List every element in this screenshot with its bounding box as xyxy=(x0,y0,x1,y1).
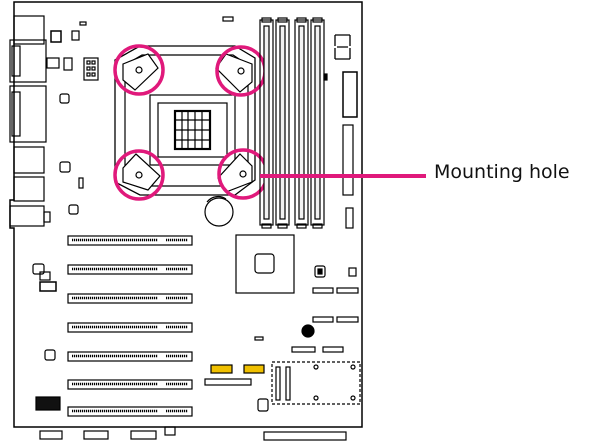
mounting-hole-label: Mounting hole xyxy=(434,161,570,183)
small-components-left xyxy=(32,21,99,292)
cpu-socket-icon xyxy=(149,94,236,166)
io-port-block xyxy=(13,15,45,45)
right-edge-components xyxy=(222,16,358,229)
rear-io-panel xyxy=(9,15,51,227)
dimm-slots xyxy=(259,17,325,229)
mounting-holes xyxy=(113,44,269,201)
board-outline xyxy=(9,1,363,428)
chipset-area xyxy=(35,234,361,441)
expansion-slots xyxy=(67,235,193,417)
cmos-battery xyxy=(204,197,234,227)
usb-port-2 xyxy=(13,176,45,202)
cpu-retention-frame xyxy=(114,45,256,196)
chipset xyxy=(235,234,295,294)
mounting-hole-top-left xyxy=(113,44,165,96)
mounting-hole-bottom-left xyxy=(113,149,165,201)
serial-port xyxy=(9,39,47,83)
usb-port-1 xyxy=(13,146,45,174)
vga-port xyxy=(9,85,47,143)
